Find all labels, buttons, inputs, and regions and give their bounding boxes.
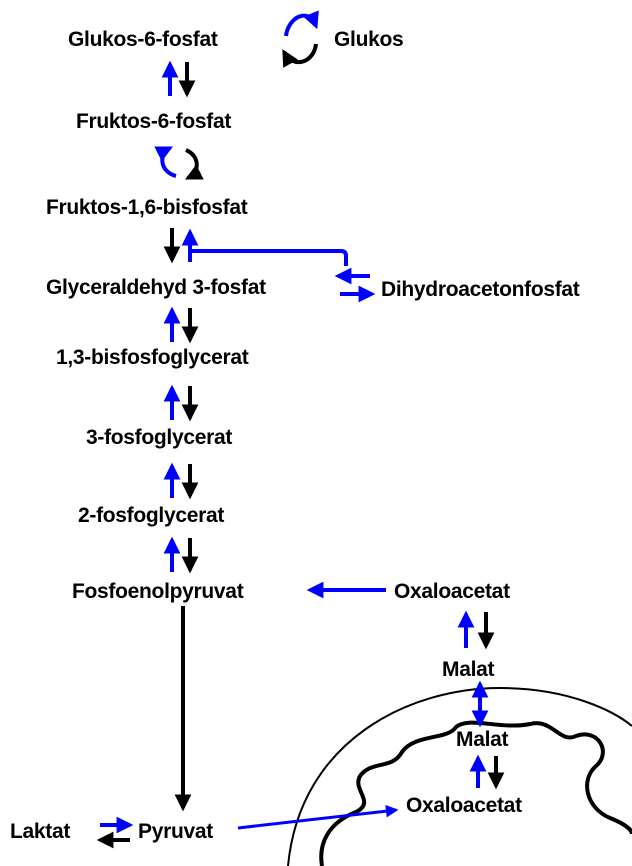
label-glucose-6-phosphate: Glukos-6-fosfat [68,28,218,51]
label-1-3-bisphosphoglycerate: 1,3-bisfosfoglycerat [56,346,249,369]
label-glucose: Glukos [334,28,403,51]
circular-arrow-black-2 [186,150,197,178]
mitochondrion-outer-membrane [288,688,632,866]
label-fructose-6-phosphate: Fruktos-6-fosfat [76,110,231,133]
label-fructose-1-6-bisphosphate: Fruktos-1,6-bisfosfat [46,196,248,219]
label-dihydroxyacetone-phosphate: Dihydroacetonfosfat [381,278,580,301]
metabolite-labels: Glukos-6-fosfat Glukos Fruktos-6-fosfat … [10,28,580,843]
circular-arrow-blue-2 [162,148,176,176]
label-3-phosphoglycerate: 3-fosfoglycerat [86,426,232,449]
label-glyceraldehyde-3-phosphate: Glyceraldehyd 3-fosfat [46,276,266,299]
circular-arrow-black [284,44,316,62]
label-oxaloacetate-cytosol: Oxaloacetat [394,580,510,603]
label-2-phosphoglycerate: 2-fosfoglycerat [78,504,224,527]
label-malate-mitochondria: Malat [456,728,508,751]
label-pyruvate: Pyruvat [138,820,213,843]
dhap-to-fbp-line [192,251,346,266]
label-malate-cytosol: Malat [442,658,494,681]
circular-arrow-blue [286,16,316,36]
label-phosphoenolpyruvate: Fosfoenolpyruvat [72,580,244,603]
label-oxaloacetate-mitochondria: Oxaloacetat [406,794,522,817]
pyruvate-to-oaa-arrow [238,810,396,828]
label-lactate: Laktat [10,820,70,843]
